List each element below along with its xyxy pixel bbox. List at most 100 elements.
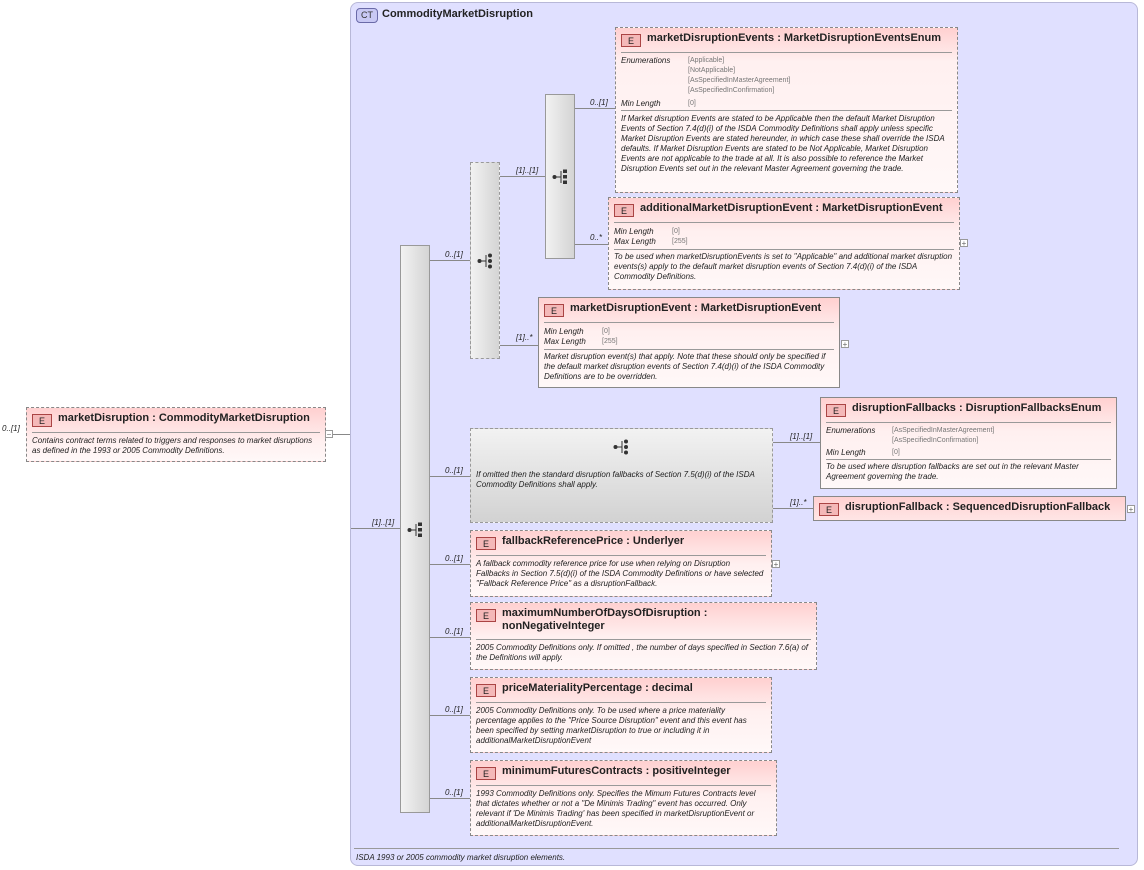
sequence-icon (552, 169, 567, 184)
max-days-cardinality: 0..[1] (445, 627, 463, 636)
connector (500, 176, 545, 177)
element-badge: E (32, 414, 52, 427)
enum-value: [AsSpecifiedInConfirmation] (892, 437, 979, 444)
choice-icon (613, 439, 628, 455)
min-length-label: Min Length (614, 227, 654, 236)
min-length-value: [0] (892, 449, 900, 456)
fallback-group-doc: If omitted then the standard disruption … (476, 470, 755, 489)
enumerations-label: Enumerations (621, 56, 671, 65)
choice-compositor[interactable] (470, 162, 500, 359)
complex-type-badge: CT (356, 8, 378, 23)
element-doc: 2005 Commodity Definitions only. To be u… (476, 706, 747, 745)
connector (500, 345, 538, 346)
element-badge: E (476, 684, 496, 697)
expand-icon[interactable]: + (1127, 505, 1135, 514)
separator (544, 349, 834, 350)
separator (476, 555, 766, 556)
complex-type-title: CommodityMarketDisruption (382, 8, 533, 20)
element-badge: E (476, 767, 496, 780)
expand-icon[interactable]: + (772, 560, 780, 569)
main-sequence-cardinality: [1]..[1] (372, 518, 395, 527)
enumerations-label: Enumerations (826, 426, 876, 435)
element-additional-market-disruption-event[interactable]: E additionalMarketDisruptionEvent : Mark… (608, 197, 960, 290)
min-length-value: [0] (672, 228, 680, 235)
separator (476, 785, 771, 786)
element-title: marketDisruptionEvents : MarketDisruptio… (647, 32, 942, 44)
complex-type-doc: ISDA 1993 or 2005 commodity market disru… (356, 853, 566, 862)
element-title: additionalMarketDisruptionEvent : Market… (640, 202, 943, 214)
connector (326, 434, 350, 435)
element-disruption-fallback[interactable]: E disruptionFallback : SequencedDisrupti… (813, 496, 1126, 521)
element-doc: 1993 Commodity Definitions only. Specifi… (476, 789, 756, 828)
element-badge: E (544, 304, 564, 317)
mde-events-cardinality: 0..[1] (590, 98, 608, 107)
separator (621, 52, 952, 53)
element-market-disruption-event[interactable]: E marketDisruptionEvent : MarketDisrupti… (538, 297, 840, 388)
additional-cardinality: 0..* (590, 233, 603, 242)
connector (430, 564, 470, 565)
choice-cardinality: 0..[1] (445, 250, 463, 259)
min-futures-cardinality: 0..[1] (445, 788, 463, 797)
element-title: priceMaterialityPercentage : decimal (502, 682, 693, 694)
separator (826, 422, 1111, 423)
min-length-label: Min Length (826, 448, 866, 457)
element-disruption-fallbacks[interactable]: E disruptionFallbacks : DisruptionFallba… (820, 397, 1117, 489)
element-title: minimumFuturesContracts : positiveIntege… (502, 765, 731, 777)
main-sequence-compositor[interactable] (400, 245, 430, 813)
element-maximum-number-of-days-of-disruption[interactable]: E maximumNumberOfDaysOfDisruption : nonN… (470, 602, 817, 670)
fallback-choice-compositor[interactable]: If omitted then the standard disruption … (470, 428, 773, 523)
connector (773, 442, 820, 443)
df-enum-cardinality: [1]..[1] (790, 432, 813, 441)
element-title: fallbackReferencePrice : Underlyer (502, 535, 685, 547)
enum-value: [AsSpecifiedInConfirmation] (688, 87, 775, 94)
inner-sequence-compositor[interactable] (545, 94, 575, 259)
element-badge: E (826, 404, 846, 417)
element-fallback-reference-price[interactable]: E fallbackReferencePrice : Underlyer A f… (470, 530, 772, 597)
max-length-label: Max Length (614, 237, 656, 246)
price-materiality-cardinality: 0..[1] (445, 705, 463, 714)
separator (544, 322, 834, 323)
connector (575, 244, 608, 245)
enum-value: [NotApplicable] (688, 67, 736, 74)
connector (351, 528, 400, 529)
element-doc: To be used where disruption fallbacks ar… (826, 462, 1079, 481)
element-badge: E (614, 204, 634, 217)
root-element-market-disruption[interactable]: E marketDisruption : CommodityMarketDisr… (26, 407, 326, 462)
element-minimum-futures-contracts[interactable]: E minimumFuturesContracts : positiveInte… (470, 760, 777, 836)
separator (32, 432, 320, 433)
fallback-price-cardinality: 0..[1] (445, 554, 463, 563)
element-price-materiality-percentage[interactable]: E priceMaterialityPercentage : decimal 2… (470, 677, 772, 753)
element-badge: E (476, 537, 496, 550)
min-length-label: Min Length (544, 327, 584, 336)
separator (614, 222, 954, 223)
element-market-disruption-events[interactable]: E marketDisruptionEvents : MarketDisrupt… (615, 27, 958, 193)
element-doc: 2005 Commodity Definitions only. If omit… (476, 643, 809, 662)
enum-value: [Applicable] (688, 57, 725, 64)
min-length-value: [0] (602, 328, 610, 335)
separator (476, 639, 811, 640)
connector (773, 508, 813, 509)
element-badge: E (819, 503, 839, 516)
element-doc: If Market disruption Events are stated t… (621, 114, 945, 173)
connector (430, 260, 470, 261)
element-title: maximumNumberOfDaysOfDisruption : nonNeg… (502, 607, 708, 632)
enum-value: [AsSpecifiedInMasterAgreement] (688, 77, 791, 84)
inner-sequence-cardinality: [1]..[1] (516, 166, 539, 175)
mde-single-cardinality: [1]..* (516, 333, 533, 342)
df-seq-cardinality: [1]..* (790, 498, 807, 507)
min-length-label: Min Length (621, 99, 661, 108)
fallback-group-cardinality: 0..[1] (445, 466, 463, 475)
separator (476, 702, 766, 703)
sequence-icon (407, 522, 422, 537)
element-title: disruptionFallback : SequencedDisruption… (845, 501, 1111, 513)
expand-icon[interactable]: + (841, 340, 849, 349)
separator (354, 848, 1119, 849)
connector (430, 715, 470, 716)
collapse-icon[interactable]: − (325, 430, 333, 439)
choice-icon (477, 253, 492, 269)
separator (826, 459, 1111, 460)
element-doc: Contains contract terms related to trigg… (32, 436, 313, 455)
expand-icon[interactable]: + (960, 239, 968, 248)
separator (621, 110, 952, 111)
connector (430, 476, 470, 477)
